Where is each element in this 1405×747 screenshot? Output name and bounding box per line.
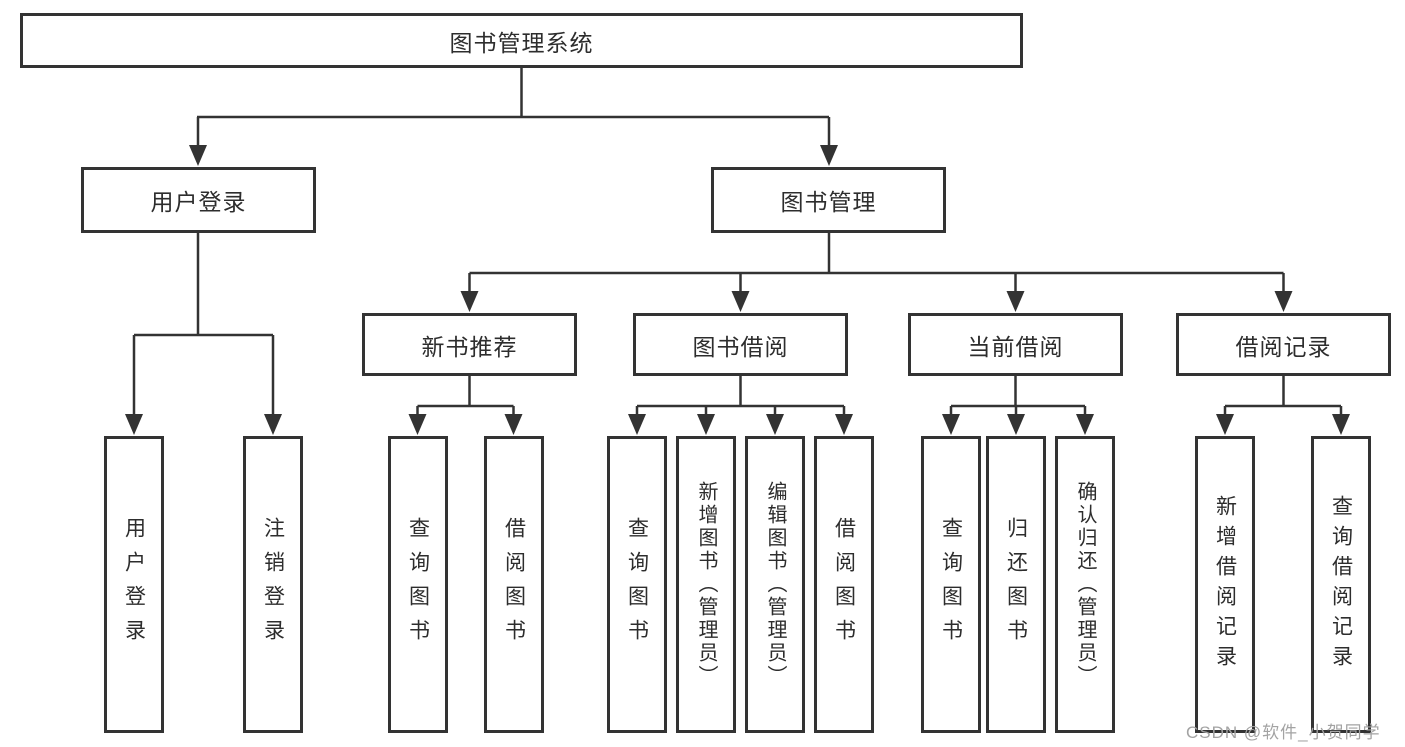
node-cb-confirm-return-admin: 确认归还（管理员） xyxy=(1055,436,1115,733)
node-borrow-records: 借阅记录 xyxy=(1176,313,1391,376)
node-logout: 注销登录 xyxy=(243,436,303,733)
node-nb-borrow-books: 借阅图书 xyxy=(484,436,544,733)
node-label: 查询图书 xyxy=(406,516,430,653)
node-label: 查询图书 xyxy=(939,516,963,653)
node-br-add-record: 新增借阅记录 xyxy=(1195,436,1255,733)
node-bb-edit-books-admin: 编辑图书（管理员） xyxy=(745,436,805,733)
node-library-system-root: 图书管理系统 xyxy=(20,13,1023,68)
node-current-borrowing: 当前借阅 xyxy=(908,313,1123,376)
node-br-query-record: 查询借阅记录 xyxy=(1311,436,1371,733)
node-label: 新增图书（管理员） xyxy=(695,481,717,688)
node-label: 查询图书 xyxy=(625,516,649,653)
node-new-book-recommend: 新书推荐 xyxy=(362,313,577,376)
node-book-management: 图书管理 xyxy=(711,167,946,233)
csdn-watermark: CSDN @软件_小贺同学 xyxy=(1186,723,1381,742)
node-cb-query-books: 查询图书 xyxy=(921,436,981,733)
node-bb-borrow-books: 借阅图书 xyxy=(814,436,874,733)
node-label: 确认归还（管理员） xyxy=(1074,481,1096,688)
node-label: 借阅图书 xyxy=(832,516,856,653)
node-bb-add-books-admin: 新增图书（管理员） xyxy=(676,436,736,733)
node-cb-return-books: 归还图书 xyxy=(986,436,1046,733)
node-label: 查询借阅记录 xyxy=(1329,494,1353,675)
node-label: 注销登录 xyxy=(261,516,285,653)
node-label: 新增借阅记录 xyxy=(1213,494,1237,675)
node-nb-query-books: 查询图书 xyxy=(388,436,448,733)
node-user-login: 用户登录 xyxy=(81,167,316,233)
node-label: 借阅图书 xyxy=(502,516,526,653)
node-label: 归还图书 xyxy=(1004,516,1028,653)
node-bb-query-books: 查询图书 xyxy=(607,436,667,733)
node-label: 编辑图书（管理员） xyxy=(764,481,786,688)
node-label: 用户登录 xyxy=(122,516,146,653)
node-book-borrowing: 图书借阅 xyxy=(633,313,848,376)
node-user-login-leaf: 用户登录 xyxy=(104,436,164,733)
